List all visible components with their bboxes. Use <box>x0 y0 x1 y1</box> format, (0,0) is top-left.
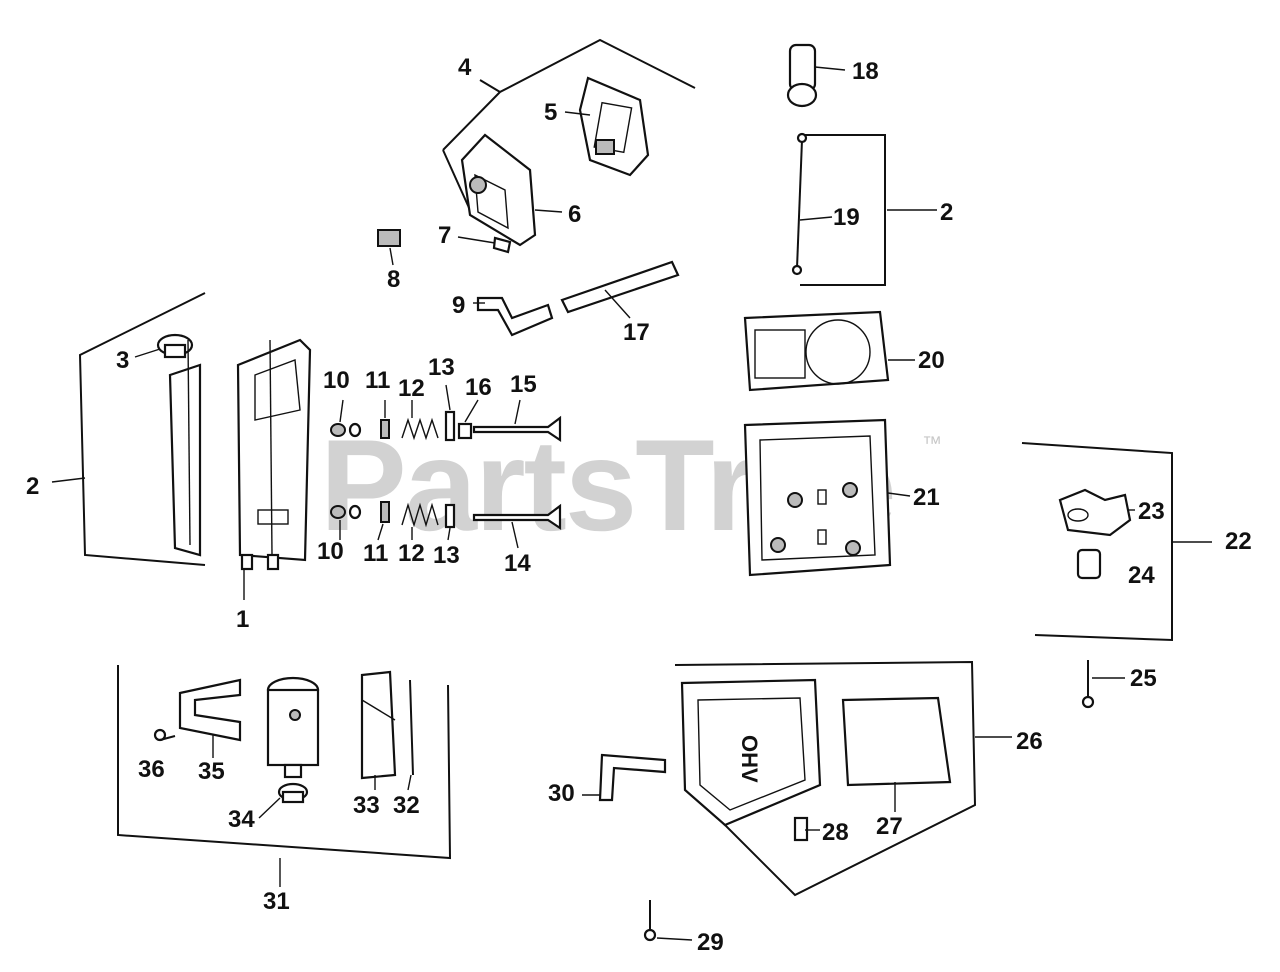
callout-7: 7 <box>438 222 451 249</box>
callout-11-top: 11 <box>365 367 390 394</box>
group-2-bracket <box>78 292 206 566</box>
callout-12-top: 12 <box>398 375 425 402</box>
callout-35: 35 <box>198 758 225 785</box>
part-36-screw[interactable] <box>153 728 176 742</box>
group-26-bracket <box>674 660 977 897</box>
part-33-shield[interactable] <box>360 670 397 780</box>
part-18-cap[interactable] <box>786 43 818 108</box>
callout-32: 32 <box>393 792 420 819</box>
part-12-spring-top[interactable] <box>401 417 439 441</box>
part-3-plug[interactable] <box>156 333 194 359</box>
part-27-gasket[interactable] <box>841 696 952 787</box>
callout-34: 34 <box>228 806 255 833</box>
callout-10-top: 10 <box>323 367 350 394</box>
callout-5: 5 <box>544 99 557 126</box>
callout-25: 25 <box>1130 665 1157 692</box>
callout-13-bottom: 13 <box>433 542 460 569</box>
callout-14: 14 <box>504 550 531 577</box>
callout-19: 19 <box>833 204 860 231</box>
callout-28: 28 <box>822 819 849 846</box>
part-11-retainer-bottom[interactable] <box>380 501 390 523</box>
part-19-pushrod[interactable] <box>791 132 808 276</box>
callout-20: 20 <box>918 347 945 374</box>
callout-22: 22 <box>1225 528 1252 555</box>
part-13-seal-top[interactable] <box>444 410 456 442</box>
callout-9: 9 <box>452 292 465 319</box>
part-filter-body[interactable] <box>266 676 320 779</box>
part-26-valve-cover[interactable]: OHV <box>680 678 822 827</box>
part-23-rocker[interactable] <box>1058 488 1132 537</box>
callout-1: 1 <box>236 606 249 633</box>
callout-21: 21 <box>913 484 940 511</box>
callout-29: 29 <box>697 929 724 956</box>
callout-11-bottom: 11 <box>363 540 388 567</box>
callout-2-right: 2 <box>940 199 953 226</box>
part-7-screw[interactable] <box>492 236 512 254</box>
part-28-screw[interactable] <box>793 816 809 842</box>
group-4-bracket <box>442 38 696 211</box>
ohv-emboss: OHV <box>737 735 762 783</box>
callout-13-top: 13 <box>428 354 455 381</box>
part-34-plug[interactable] <box>277 782 309 804</box>
watermark-trademark: ™ <box>922 433 942 455</box>
part-8-clip[interactable] <box>377 229 401 247</box>
part-20-head-gasket[interactable] <box>743 310 890 392</box>
callout-23: 23 <box>1138 498 1165 525</box>
part-24-pivot[interactable] <box>1076 548 1102 580</box>
callout-36: 36 <box>138 756 165 783</box>
callout-17: 17 <box>623 319 650 346</box>
callout-12-bottom: 12 <box>398 540 425 567</box>
part-16-cap-top[interactable] <box>457 422 473 440</box>
part-11-retainer-top[interactable] <box>380 419 390 439</box>
callouts: 1 2 2 3 4 5 6 7 8 9 10 10 11 11 12 12 13… <box>26 54 1252 956</box>
callout-15: 15 <box>510 371 537 398</box>
group-19-bracket <box>800 134 886 286</box>
part-1-cylinder-head[interactable] <box>236 338 312 571</box>
leader-lines <box>51 66 1212 941</box>
group-31-bracket <box>117 665 452 860</box>
part-10-keeper-bottom[interactable] <box>330 504 362 520</box>
callout-3: 3 <box>116 347 129 374</box>
part-5-gasket[interactable] <box>578 76 650 177</box>
part-6-breather-cover[interactable] <box>460 133 537 247</box>
part-14-valve[interactable] <box>472 503 562 531</box>
part-10-keeper-top[interactable] <box>330 422 362 438</box>
part-29-bolt[interactable] <box>643 900 657 942</box>
callout-16: 16 <box>465 374 492 401</box>
part-17-hose[interactable] <box>560 260 680 314</box>
part-12-spring-bottom[interactable] <box>401 502 439 528</box>
callout-27: 27 <box>876 813 903 840</box>
part-35-strap[interactable] <box>178 678 242 742</box>
part-32-rod[interactable] <box>409 679 414 776</box>
part-30-bracket[interactable] <box>598 753 667 802</box>
part-25-stud[interactable] <box>1081 660 1095 709</box>
callout-18: 18 <box>852 58 879 85</box>
callout-30: 30 <box>548 780 575 807</box>
callout-31: 31 <box>263 888 290 915</box>
callout-2-left: 2 <box>26 473 39 500</box>
part-13-seal-bottom[interactable] <box>444 503 456 529</box>
callout-33: 33 <box>353 792 380 819</box>
callout-26: 26 <box>1016 728 1043 755</box>
part-9-elbow-hose[interactable] <box>476 296 554 337</box>
callout-6: 6 <box>568 201 581 228</box>
group-22-bracket <box>1021 442 1173 642</box>
callout-10-bottom: 10 <box>317 538 344 565</box>
callout-8: 8 <box>387 266 400 293</box>
callout-24: 24 <box>1128 562 1155 589</box>
callout-4: 4 <box>458 54 472 81</box>
part-15-valve[interactable] <box>472 415 562 443</box>
part-21-cylinder-head-top[interactable] <box>743 418 892 577</box>
part-2-cover[interactable] <box>168 339 202 557</box>
